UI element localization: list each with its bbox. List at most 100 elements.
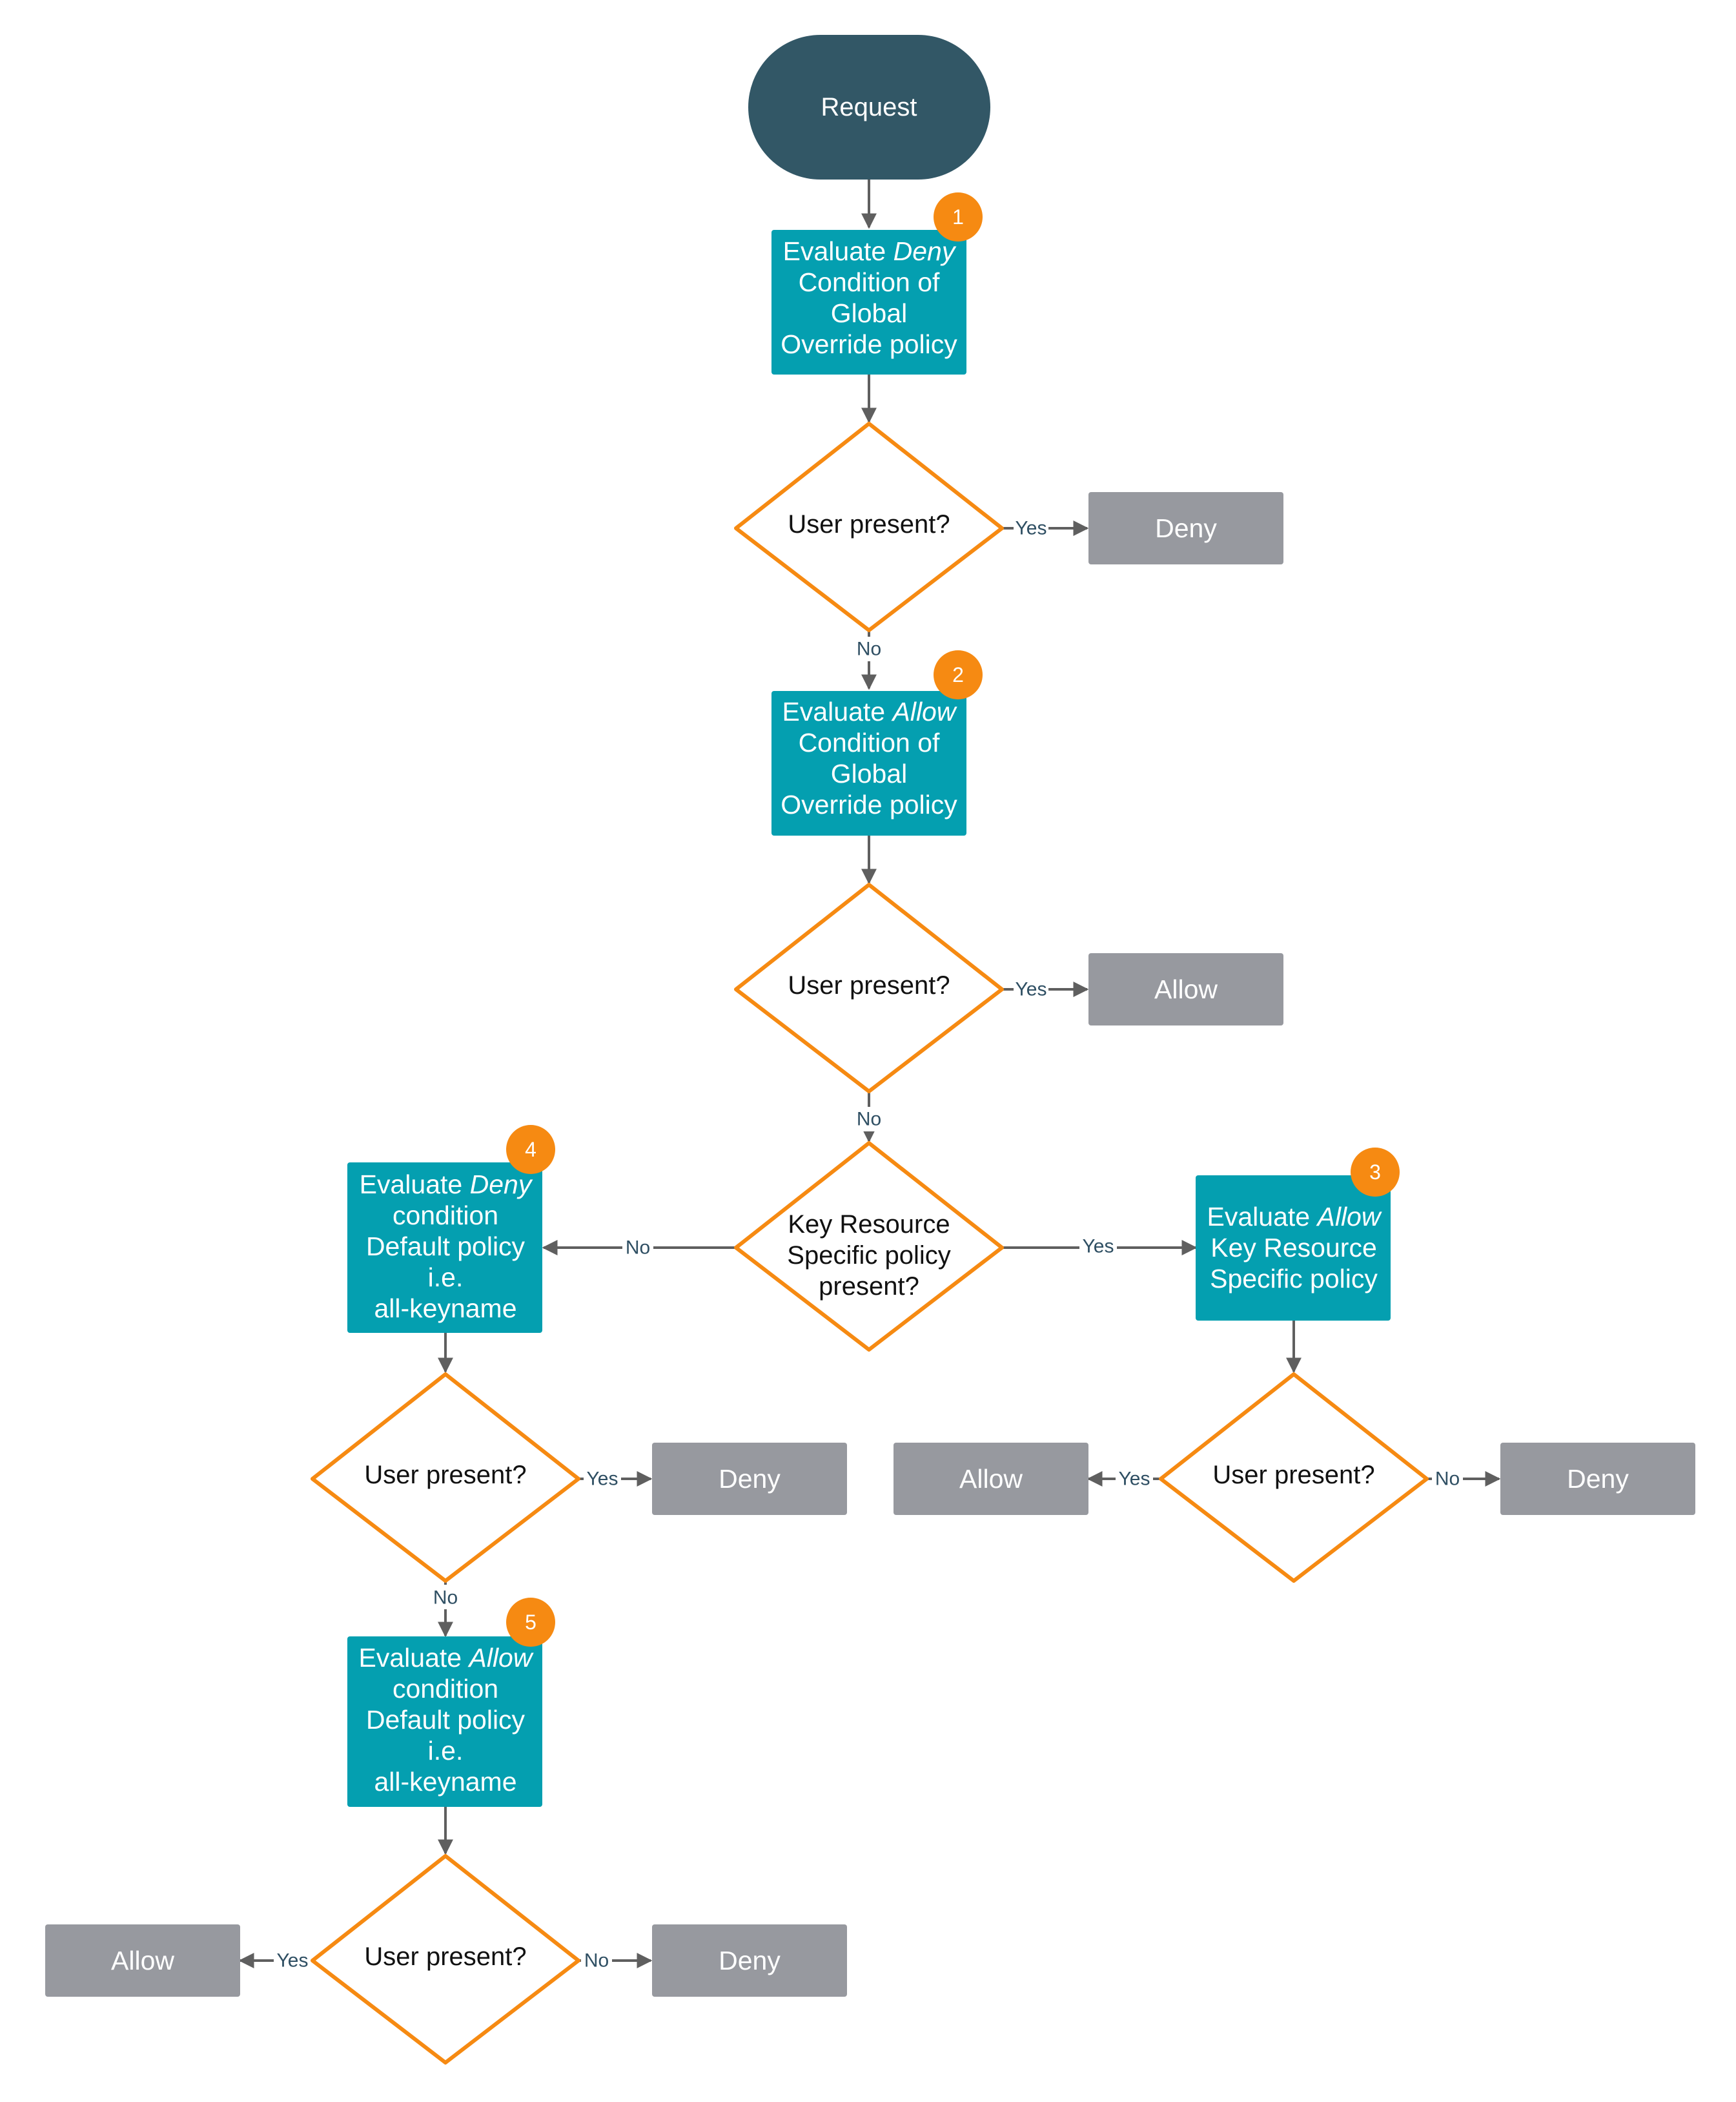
label-text: all-keyname — [374, 1767, 516, 1797]
label-line: Evaluate Allow — [1207, 1202, 1382, 1231]
label-text: i.e. — [428, 1262, 464, 1292]
outcome-label: Deny — [719, 1946, 781, 1975]
step-5-badge: 5 — [506, 1598, 555, 1647]
label-line: Specific policy — [787, 1241, 950, 1270]
label-text: Override policy — [781, 790, 957, 819]
decision-4-text: User present? — [1212, 1461, 1374, 1489]
label-line: User present? — [364, 1461, 526, 1489]
label-text: Condition of — [799, 728, 940, 757]
label-line: condition — [393, 1200, 498, 1230]
decision-1-text: User present? — [788, 510, 950, 539]
outcome-deny: Deny — [1500, 1443, 1695, 1515]
label-line: Condition of — [799, 267, 940, 297]
outcome-allow: Allow — [1088, 953, 1283, 1025]
edge-label-no: No — [857, 1109, 881, 1130]
label-text: Key Resource — [788, 1210, 950, 1239]
label-line: present? — [819, 1272, 919, 1301]
label-text: Override policy — [781, 329, 957, 359]
request-label: Request — [821, 93, 917, 121]
label-text: User present? — [364, 1942, 526, 1971]
badge-number: 4 — [525, 1138, 536, 1161]
decision-5: User present? — [311, 1372, 580, 1583]
step-3-badge: 3 — [1351, 1148, 1400, 1197]
edge-label-yes: Yes — [1119, 1468, 1150, 1490]
label-line: Specific policy — [1210, 1264, 1378, 1293]
label-text: Evaluate — [783, 236, 894, 266]
label-text: User present? — [788, 971, 950, 1000]
label-text: Default policy — [366, 1705, 526, 1735]
label-text: User present? — [788, 510, 950, 539]
label-line: condition — [393, 1674, 498, 1704]
decision-2: User present? — [734, 883, 1004, 1093]
label-line: Key Resource — [1210, 1233, 1377, 1262]
emphasis-text: Allow — [890, 697, 957, 726]
label-text: Evaluate — [360, 1169, 470, 1199]
label-line: Evaluate Deny — [783, 236, 957, 266]
decision-6-text: User present? — [364, 1942, 526, 1971]
step-2-badge: 2 — [934, 650, 983, 699]
outcome-allow: Allow — [894, 1443, 1088, 1515]
label-text: User present? — [1212, 1461, 1374, 1489]
label-line: Override policy — [781, 790, 957, 819]
emphasis-text: Allow — [467, 1643, 533, 1673]
edge-label-no: No — [626, 1237, 650, 1259]
edge-label-yes: Yes — [277, 1950, 309, 1972]
label-text: Condition of — [799, 267, 940, 297]
outcome-deny: Deny — [1088, 492, 1283, 564]
decision-6: User present? — [311, 1854, 580, 2065]
edge-label-yes: Yes — [1083, 1236, 1114, 1257]
label-line: Default policy — [366, 1705, 526, 1735]
outcome-deny: Deny — [652, 1924, 847, 1997]
label-line: User present? — [788, 971, 950, 1000]
label-line: Override policy — [781, 329, 957, 359]
label-line: Evaluate Allow — [359, 1643, 534, 1673]
step-1-badge: 1 — [934, 192, 983, 242]
label-line: Default policy — [366, 1231, 526, 1261]
label-text: condition — [393, 1674, 498, 1704]
badge-number: 2 — [952, 663, 964, 686]
label-text: Global — [831, 759, 908, 788]
badge-number: 1 — [952, 205, 964, 229]
outcome-label: Allow — [959, 1464, 1023, 1494]
decision-2-text: User present? — [788, 971, 950, 1000]
emphasis-text: Allow — [1315, 1202, 1382, 1231]
outcome-deny: Deny — [652, 1443, 847, 1515]
label-text: i.e. — [428, 1736, 464, 1766]
decision-4: User present? — [1159, 1372, 1429, 1583]
emphasis-text: Deny — [470, 1169, 533, 1199]
edge-label-no: No — [584, 1950, 609, 1972]
emphasis-text: Deny — [894, 236, 957, 266]
label-text: Evaluate — [782, 697, 893, 726]
outcome-label: Allow — [111, 1946, 174, 1975]
edge-labels: Yes No Yes No No Yes Yes No Yes No Yes N… — [274, 515, 1463, 1973]
label-text: Global — [831, 298, 908, 328]
label-line: Global — [831, 759, 908, 788]
label-text: User present? — [364, 1461, 526, 1489]
badge-number: 3 — [1369, 1160, 1381, 1184]
label-line: Global — [831, 298, 908, 328]
label-line: all-keyname — [374, 1293, 516, 1323]
outcome-label: Deny — [1567, 1464, 1629, 1494]
decision-1: User present? — [734, 422, 1004, 632]
label-text: all-keyname — [374, 1293, 516, 1323]
outcome-label: Deny — [1155, 513, 1217, 543]
label-text: present? — [819, 1272, 919, 1301]
label-line: i.e. — [428, 1736, 464, 1766]
edge-label-no: No — [1435, 1468, 1460, 1490]
label-text: Specific policy — [1210, 1264, 1378, 1293]
label-line: i.e. — [428, 1262, 464, 1292]
label-text: Default policy — [366, 1231, 526, 1261]
edge-label-yes: Yes — [1016, 518, 1047, 539]
label-line: User present? — [364, 1942, 526, 1971]
